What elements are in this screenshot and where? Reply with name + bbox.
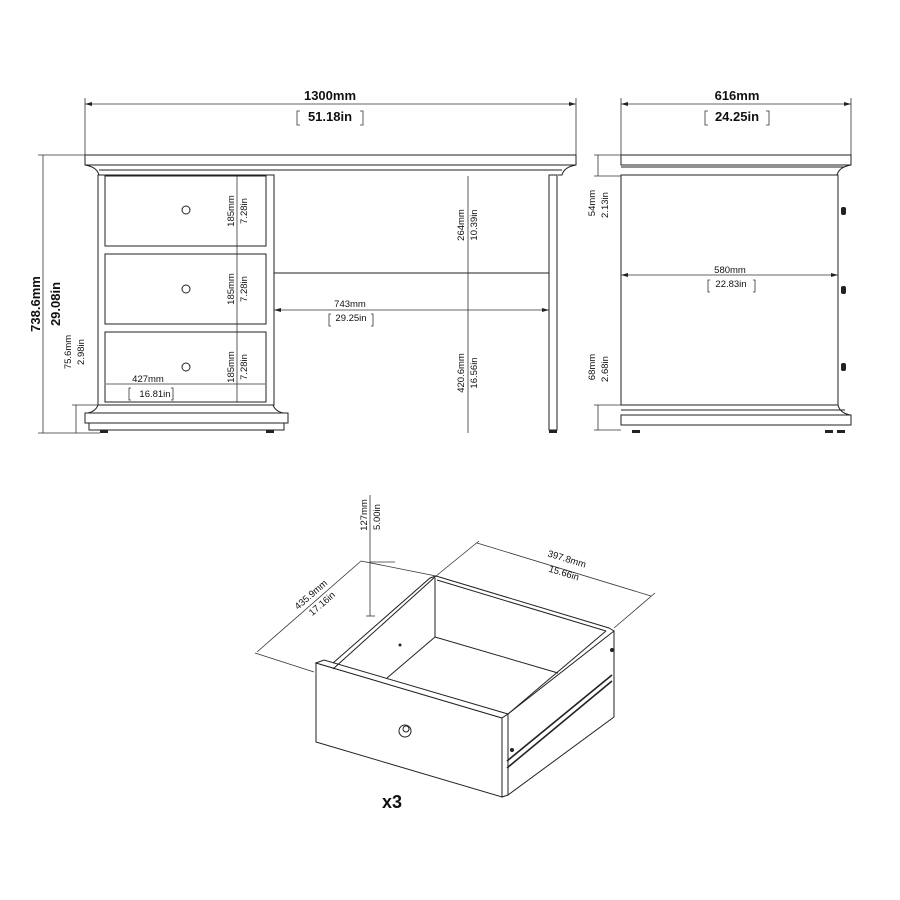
drawer-front-3 <box>104 331 267 403</box>
plinth-height-in: 2.98in <box>76 339 87 365</box>
knee-width-in: 29.25in <box>335 313 366 324</box>
drawer-height-in: 5.00in <box>372 504 383 530</box>
base-height-in: 2.68in <box>600 356 611 382</box>
apron-height-mm: 264mm <box>456 209 467 241</box>
knee-width-mm: 743mm <box>334 299 366 310</box>
drawer-knob-icon <box>398 724 412 738</box>
drawer1-height-in: 7.28in <box>239 198 250 224</box>
knee-height-in: 16.56in <box>469 357 480 388</box>
depth-in: 24.25in <box>715 109 759 124</box>
drawer-quantity: x3 <box>382 792 402 812</box>
inner-depth-mm: 580mm <box>714 265 746 276</box>
knob-side-icon <box>841 286 846 294</box>
apron-height-in: 10.39in <box>469 209 480 240</box>
knob-side-icon <box>841 207 846 215</box>
depth-mm: 616mm <box>715 88 760 103</box>
inner-depth-in: 22.83in <box>715 279 746 290</box>
overall-width-mm: 1300mm <box>304 88 356 103</box>
drawer-detail: 127mm 5.00in 397.8mm 15.66in 435.9mm 17.… <box>254 495 656 812</box>
drawer-width-mm: 427mm <box>132 374 164 385</box>
side-view: 616mm 24.25in 580mm 22.83in 54mm 2.13in <box>587 88 852 433</box>
drawer2-height-mm: 185mm <box>226 273 237 305</box>
drawer1-height-mm: 185mm <box>226 195 237 227</box>
drawer-front-1 <box>104 175 267 247</box>
overall-width-in: 51.18in <box>308 109 352 124</box>
knob-icon <box>181 205 191 215</box>
knee-height-mm: 420.6mm <box>456 353 467 393</box>
drawer-width-in: 16.81in <box>139 389 170 400</box>
drawer-height-mm: 127mm <box>359 499 370 531</box>
knob-icon <box>181 284 191 294</box>
top-thickness-in: 2.13in <box>600 192 611 218</box>
drawer2-height-in: 7.28in <box>239 276 250 302</box>
knob-side-icon <box>841 363 846 371</box>
drawer3-height-in: 7.28in <box>239 354 250 380</box>
front-view: 1300mm 51.18in 185mm 7.28in 185mm 7.28in <box>28 88 577 434</box>
drawer3-height-mm: 185mm <box>226 351 237 383</box>
overall-height-mm: 738.6mm <box>28 276 43 332</box>
top-thickness-mm: 54mm <box>587 190 598 216</box>
base-height-mm: 68mm <box>587 354 598 380</box>
plinth-height-mm: 75.6mm <box>63 335 74 369</box>
drawer-front-2 <box>104 253 267 325</box>
overall-height-in: 29.08in <box>48 282 63 326</box>
knob-icon <box>181 362 191 372</box>
